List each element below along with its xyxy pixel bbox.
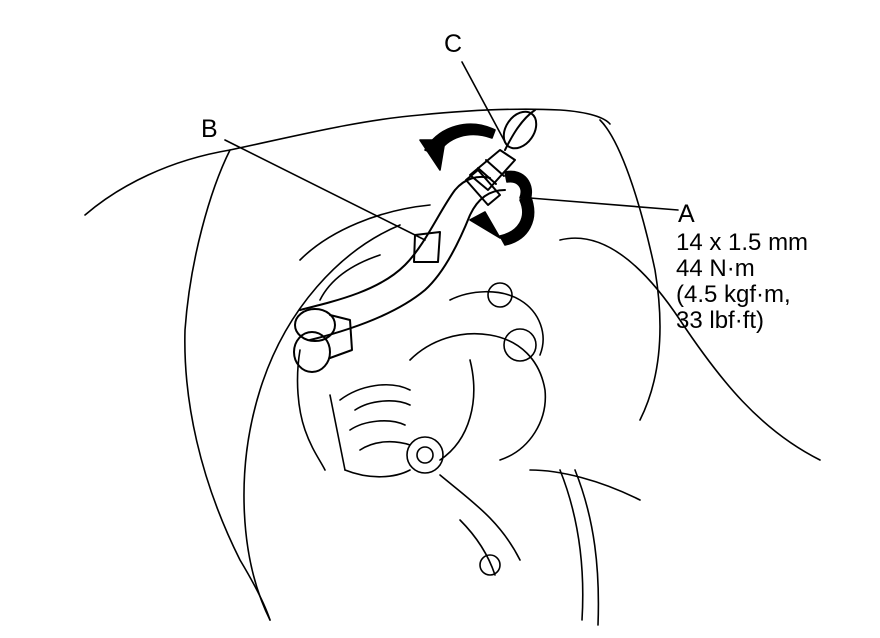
arm-bushing	[293, 308, 353, 373]
leader-line-c	[461, 61, 506, 143]
thread-size: 14 x 1.5 mm	[676, 229, 809, 256]
torque-spec: 14 x 1.5 mm 44 N·m (4.5 kgf·m, 33 lbf·ft…	[676, 230, 808, 334]
rotation-arrow-lower	[469, 194, 535, 246]
ball-joint-bolt	[469, 109, 538, 191]
knuckle-assembly	[406, 282, 547, 576]
rotation-arrow-nut	[504, 170, 532, 201]
callout-label-b: B	[201, 115, 218, 143]
driveshaft-boot	[329, 384, 411, 478]
fender-outline	[84, 108, 821, 621]
castle-nut	[465, 169, 501, 206]
callout-label-c: C	[444, 30, 463, 58]
wheel-rim	[559, 469, 600, 626]
torque-kgfm: (4.5 kgf·m,	[676, 281, 791, 308]
rotation-arrow-upper	[419, 123, 496, 171]
wire-harness	[296, 349, 326, 471]
leader-line-b	[224, 139, 426, 241]
leader-lines	[224, 61, 679, 241]
leader-line-a	[529, 197, 679, 211]
callout-label-a: A	[678, 200, 695, 228]
torque-nm: 44 N·m	[676, 255, 755, 282]
torque-lbfft: 33 lbf·ft)	[676, 307, 765, 334]
wheel-well	[243, 204, 431, 621]
